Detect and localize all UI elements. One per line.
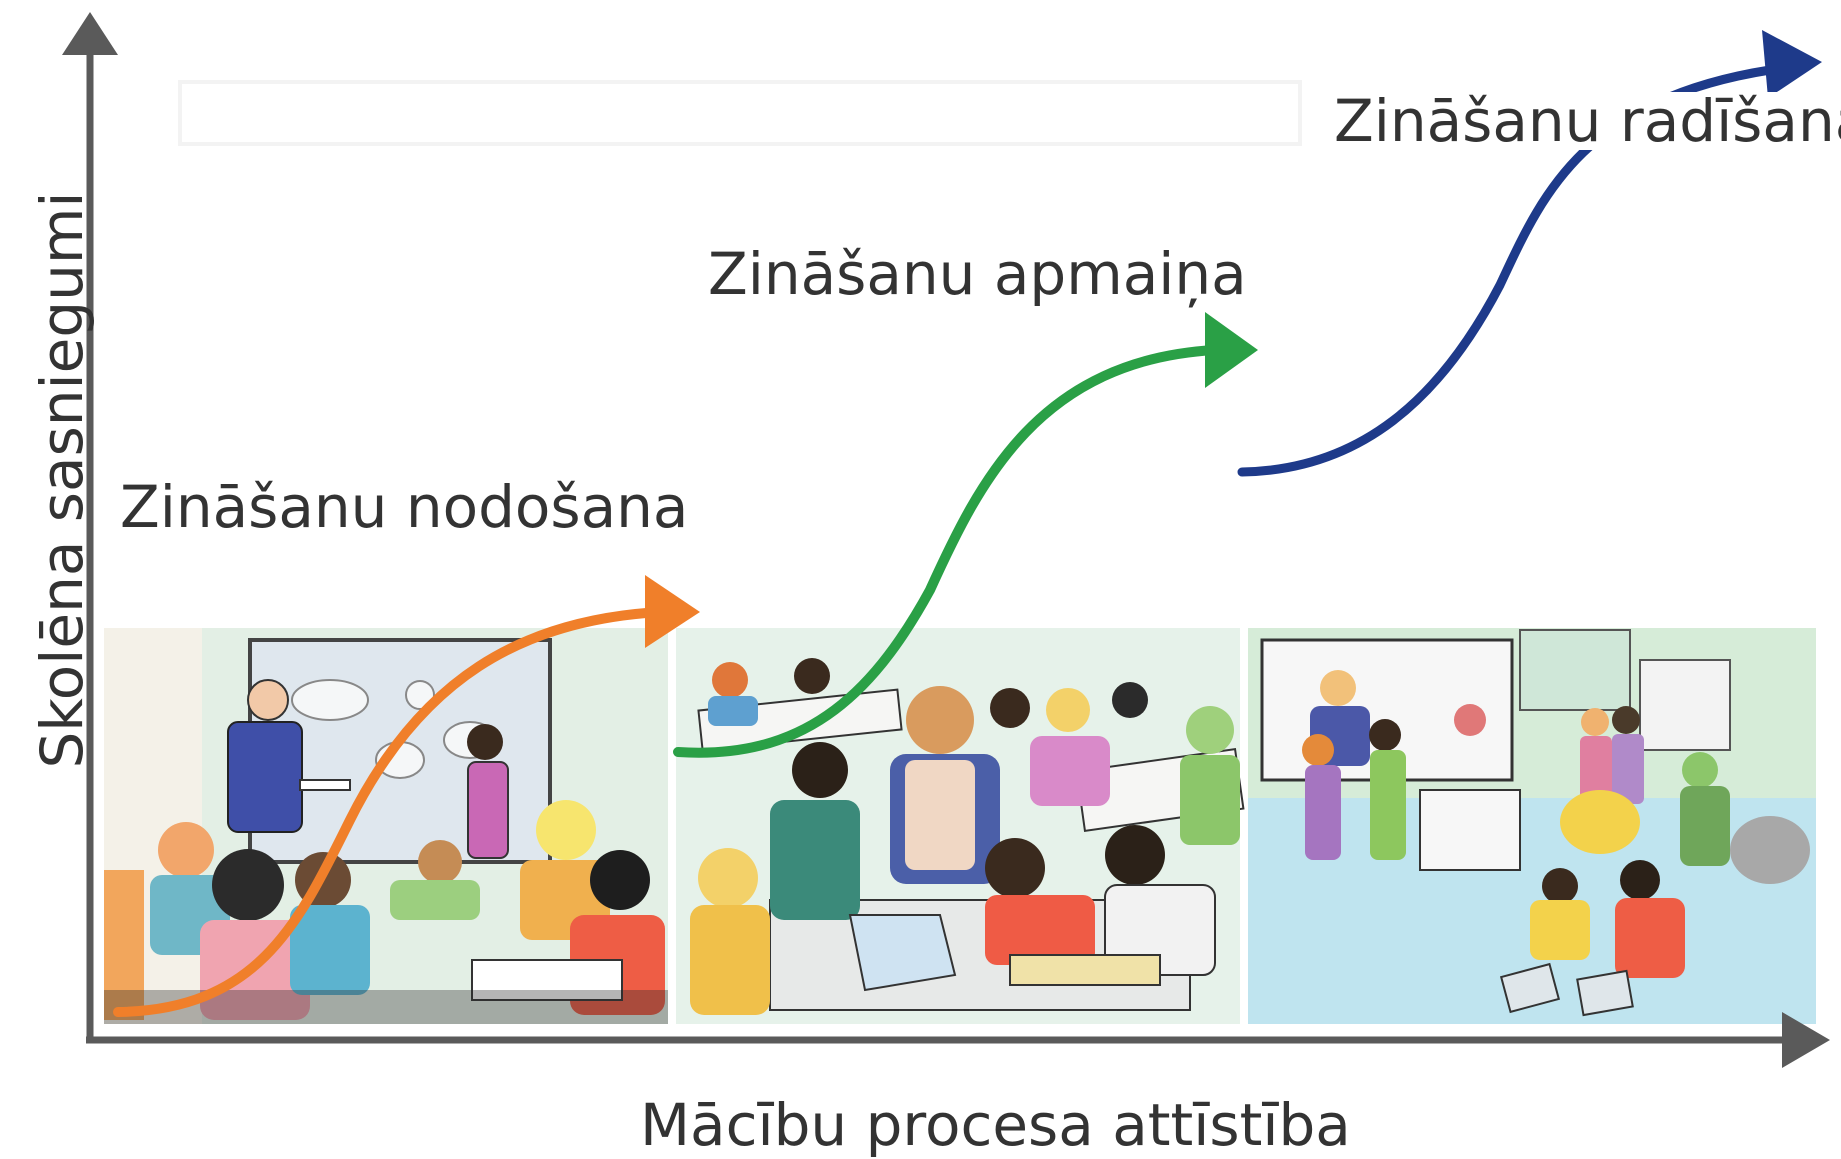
faint-frame [178,80,1302,146]
blue-arrowhead-icon [1762,30,1822,98]
stage-label-knowledge-creation: Zināšanu radīšana [1334,92,1841,150]
green-arrowhead-icon [1205,312,1258,388]
panel-group-collaboration [676,628,1245,1024]
panel-classroom-lecture [104,628,668,1024]
stage-label-knowledge-exchange: Zināšanu apmaiņa [708,240,1247,308]
y-axis-arrowhead-icon [62,12,118,55]
x-axis-label: Mācību procesa attīstība [640,1091,1351,1159]
stage-arrows [113,30,1822,1017]
panel-open-learning-space [1248,628,1816,1024]
arrow-knowledge-exchange [673,345,1220,758]
orange-arrowhead-icon [645,575,700,648]
y-axis-label: Skolēna sasniegumi [28,191,96,769]
x-axis-arrowhead-icon [1782,1012,1830,1068]
arrow-knowledge-transfer [113,607,665,1017]
axes [62,12,1830,1068]
stage-label-knowledge-transfer: Zināšanu nodošana [120,473,689,541]
